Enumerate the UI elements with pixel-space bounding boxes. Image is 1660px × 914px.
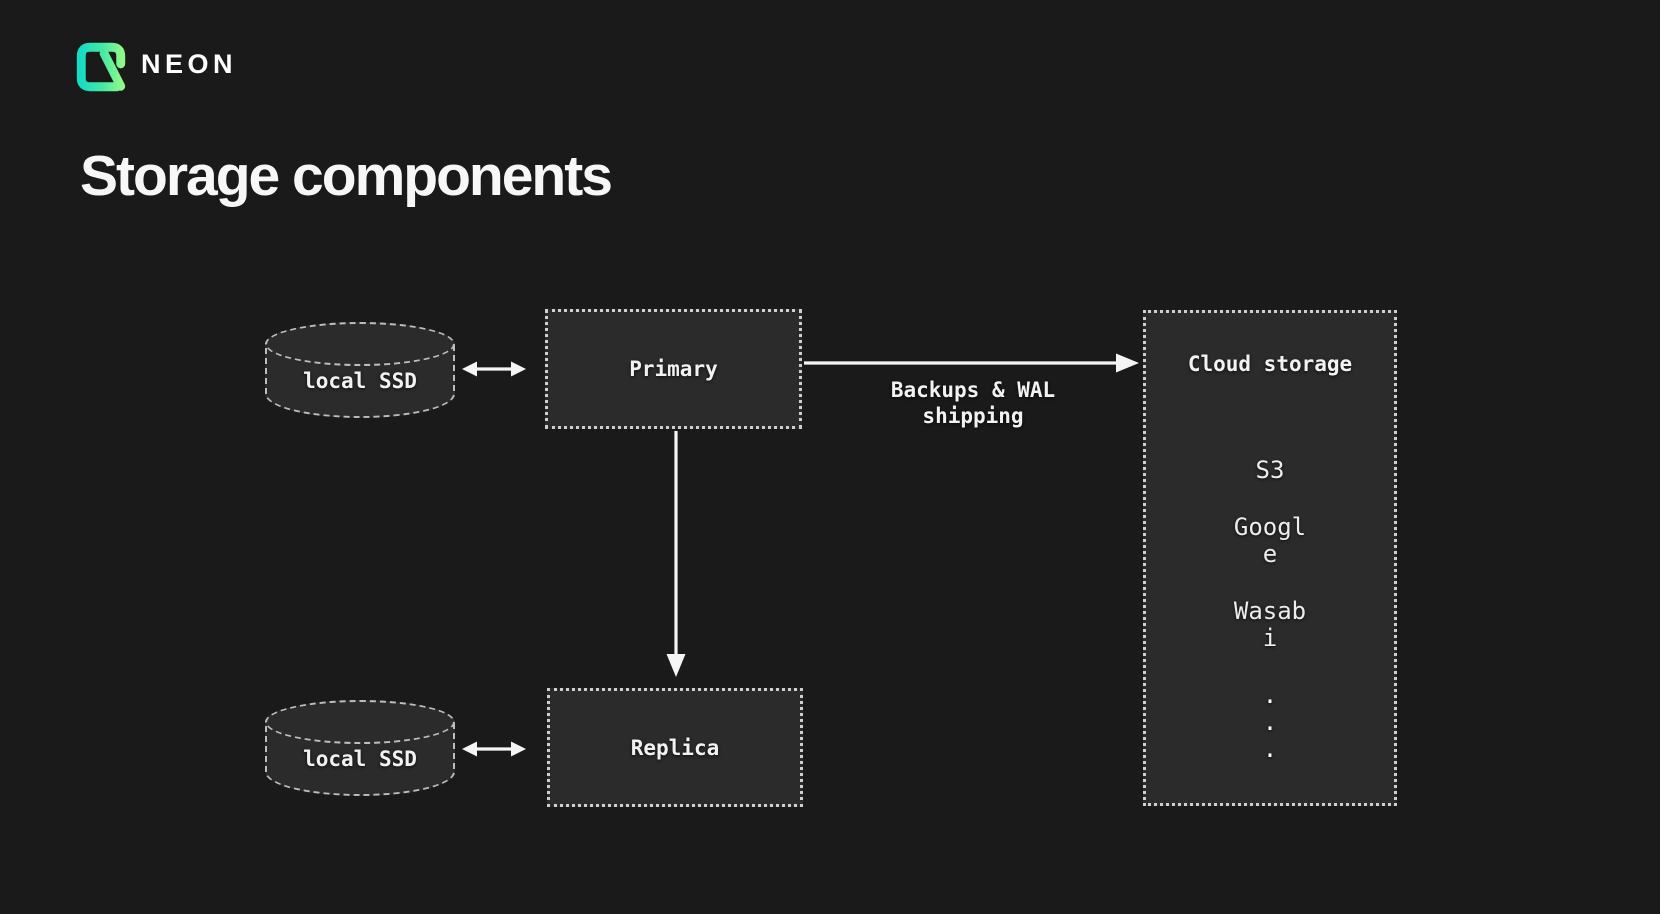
replica-node: Replica bbox=[547, 688, 803, 807]
local-ssd-bottom-label: local SSD bbox=[303, 746, 417, 771]
cylinder-top-ellipse bbox=[265, 322, 455, 366]
cloud-provider-ellipsis: . . . bbox=[1228, 682, 1312, 763]
neon-logo-icon bbox=[74, 40, 128, 94]
ellipsis-dot: . bbox=[1262, 681, 1278, 709]
cloud-provider-google: Google bbox=[1233, 513, 1307, 568]
cloud-storage-node: Cloud storage S3 Google Wasabi . . . bbox=[1143, 310, 1397, 806]
ellipsis-dot: . bbox=[1262, 708, 1278, 736]
cloud-storage-title: Cloud storage bbox=[1187, 352, 1353, 376]
cloud-provider-s3: S3 bbox=[1255, 456, 1285, 484]
replica-label: Replica bbox=[630, 735, 720, 760]
local-ssd-top-label: local SSD bbox=[303, 368, 417, 393]
cylinder-top-ellipse bbox=[265, 700, 455, 744]
primary-label: Primary bbox=[629, 357, 718, 381]
backups-wal-arrow-label: Backups & WAL shipping bbox=[890, 378, 1056, 428]
ellipsis-dot: . bbox=[1262, 735, 1278, 763]
primary-node: Primary bbox=[545, 309, 802, 429]
brand-wordmark: NEON bbox=[141, 49, 238, 79]
cloud-provider-wasabi: Wasabi bbox=[1233, 597, 1307, 652]
local-ssd-top-cylinder: local SSD bbox=[265, 322, 455, 418]
cloud-provider-list: S3 Google Wasabi . . . bbox=[1228, 457, 1312, 763]
local-ssd-bottom-cylinder: local SSD bbox=[265, 700, 455, 796]
page-title: Storage components bbox=[80, 144, 613, 208]
